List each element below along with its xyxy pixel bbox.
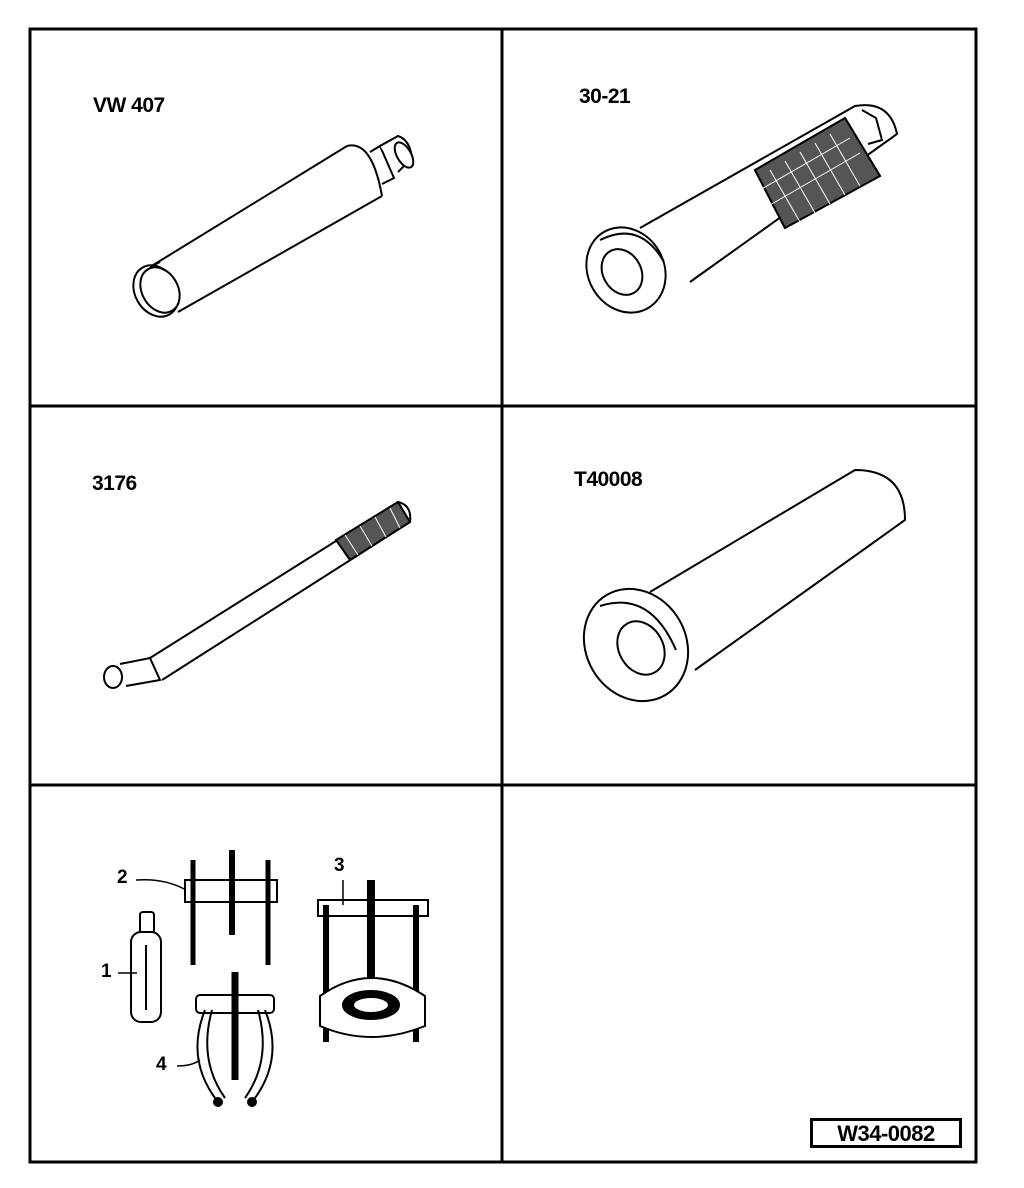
- plain-drift-icon: [132, 134, 415, 318]
- flanged-sleeve-drift-icon: [582, 468, 907, 703]
- knurled-sleeve-drift-icon: [585, 104, 899, 314]
- figure-reference-box: W34-0082: [810, 1118, 962, 1148]
- callout-1: 1: [101, 961, 112, 982]
- tool-label-vw407: VW 407: [93, 94, 165, 117]
- callout-2: 2: [117, 867, 128, 888]
- tool-label-3176: 3176: [92, 472, 137, 495]
- tool-label-t40008: T40008: [574, 468, 643, 491]
- callout-4: 4: [156, 1054, 167, 1075]
- long-knurled-rod-icon: [103, 500, 412, 689]
- tool-label-30-21: 30-21: [579, 85, 631, 108]
- callout-3: 3: [334, 855, 345, 876]
- panel-grid: [28, 27, 978, 1164]
- puller-set-icon: [118, 850, 429, 1107]
